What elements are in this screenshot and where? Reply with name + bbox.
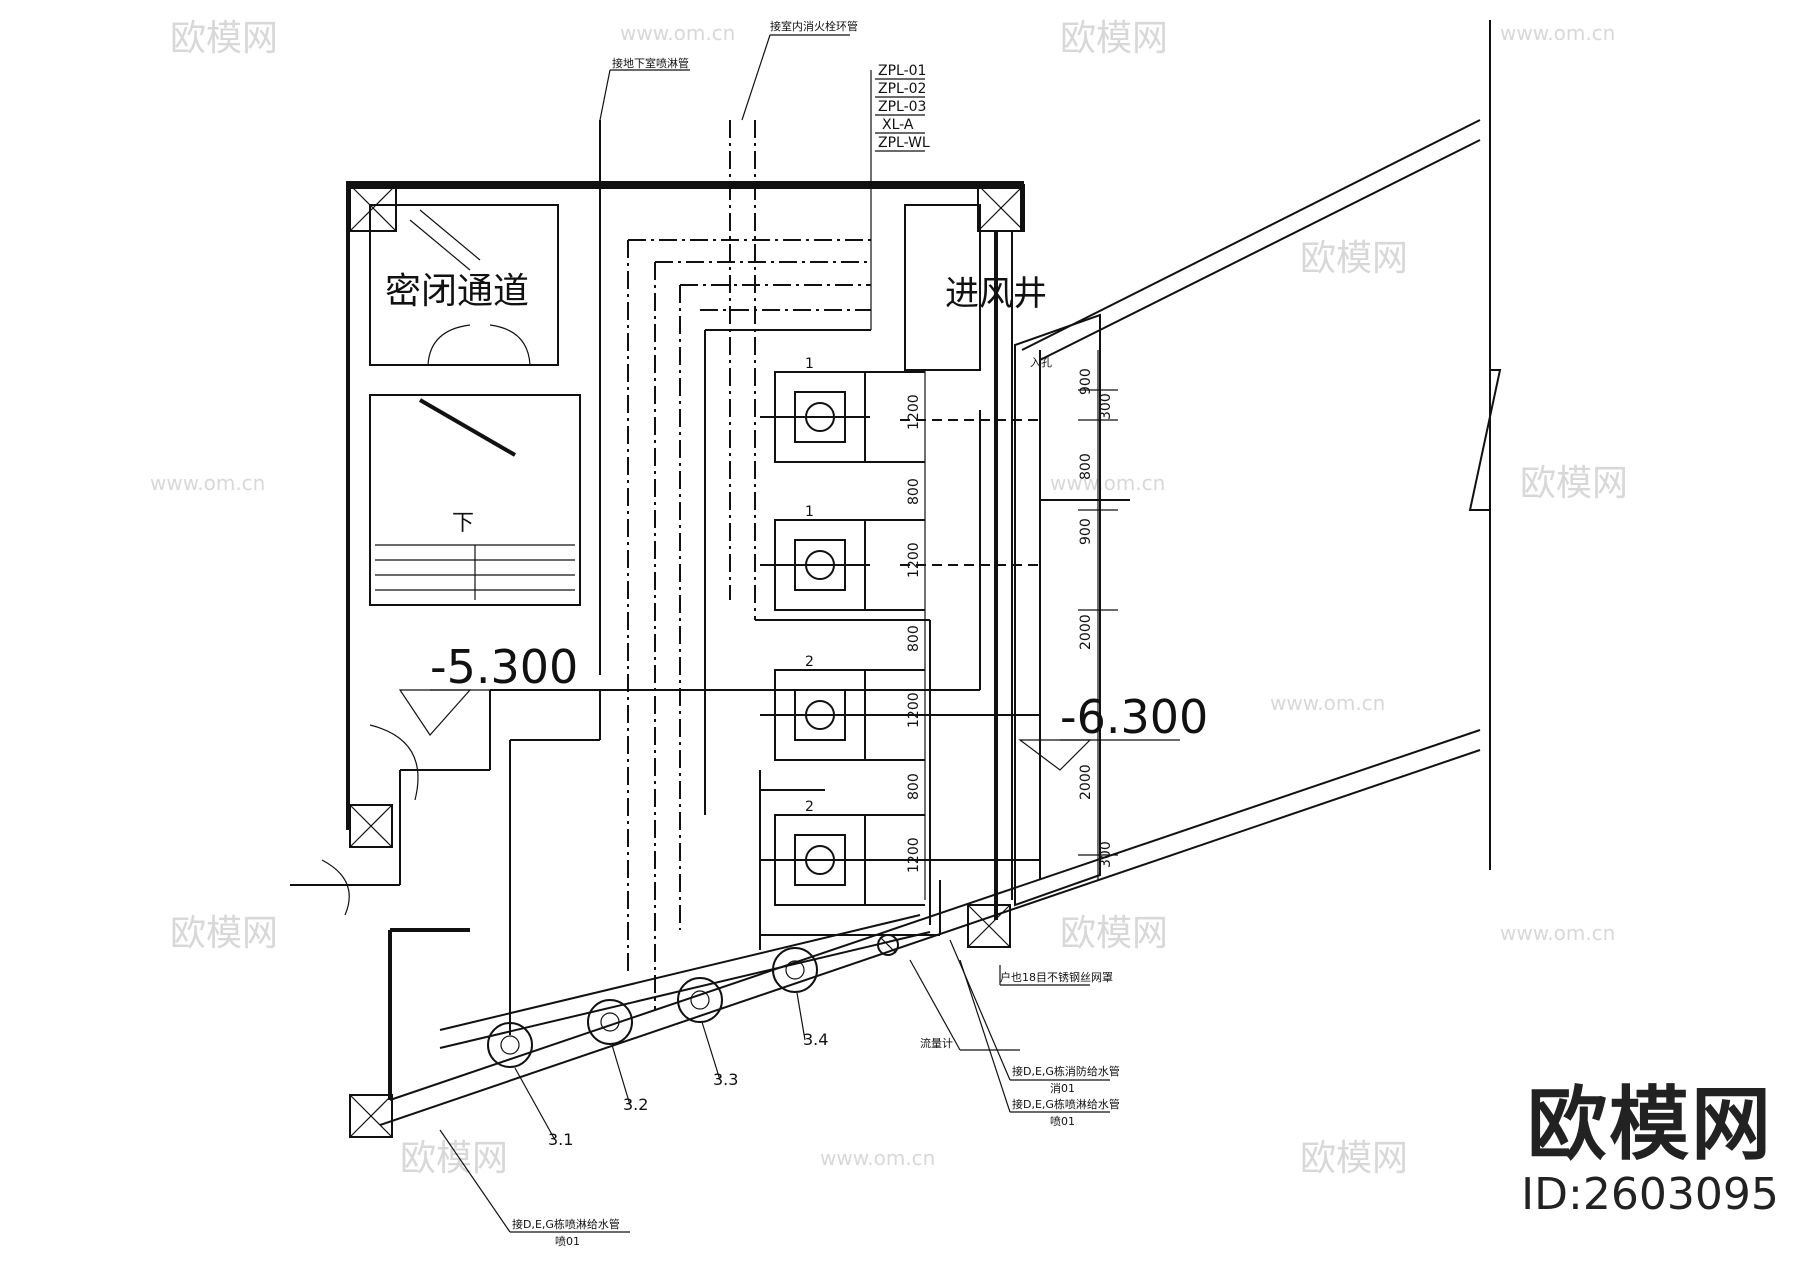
dimension-lines — [870, 70, 1118, 900]
pump-unit-4: 2 1200 — [760, 799, 925, 906]
riser-tag: XL-A — [882, 117, 914, 133]
supply-bottom-label: 接D,E,G栋喷淋给水管 — [512, 1217, 620, 1231]
tank-outlets: 3.1 3.2 3.3 3.4 — [487, 934, 899, 1149]
watermark-site: www.om.cn — [620, 21, 735, 45]
supply-fire-label: 接D,E,G栋消防给水管 — [1012, 1064, 1120, 1078]
gap-dim: 800 — [906, 773, 922, 800]
air-shaft-label: 进风井 — [945, 274, 1047, 314]
outlet-label-3-1: 3.1 — [548, 1130, 573, 1149]
watermark-brand: 欧模网 — [400, 1138, 508, 1179]
pump-unit-1: 1 1200 — [760, 356, 925, 463]
watermark-site: www.om.cn — [820, 1146, 935, 1170]
pump-number: 2 — [805, 799, 814, 815]
watermark-site: www.om.cn — [1500, 921, 1615, 945]
level-left-label: -5.300 — [430, 640, 578, 694]
riser-tag: ZPL-03 — [878, 99, 926, 115]
watermark-brand: 欧模网 — [1300, 238, 1408, 279]
supply-spray-label: 接D,E,G栋喷淋给水管 — [1012, 1097, 1120, 1111]
riser-tags: ZPL-01 ZPL-02 ZPL-03 XL-A ZPL-WL — [875, 63, 930, 152]
right-dim: 900 — [1078, 518, 1094, 545]
level-right-label: -6.300 — [1060, 690, 1208, 744]
watermark-site: www.om.cn — [1270, 691, 1385, 715]
outlet-label-3-2: 3.2 — [623, 1095, 648, 1114]
watermark-brand: 欧模网 — [1520, 463, 1628, 504]
watermark-layer: 欧模网 欧模网 欧模网 欧模网 欧模网 欧模网 欧模网 欧模网 www.om.c… — [150, 18, 1628, 1179]
dimension-text: 800 800 800 900 300 800 900 2000 2000 30… — [906, 368, 1114, 868]
pump-number: 1 — [805, 356, 814, 372]
supply-spray-sub-label: 喷01 — [1050, 1115, 1075, 1128]
right-dim: 2000 — [1078, 764, 1094, 800]
riser-tag: ZPL-01 — [878, 63, 926, 79]
down-label: 下 — [452, 511, 474, 536]
building-walls — [321, 20, 1502, 1138]
watermark-brand: 欧模网 — [170, 18, 278, 59]
flow-meter-label: 流量计 — [920, 1036, 953, 1050]
sealed-passage-label: 密闭通道 — [385, 271, 529, 312]
gap-dim: 800 — [906, 478, 922, 505]
watermark-brand: 欧模网 — [1060, 913, 1168, 954]
outlet-label-3-3: 3.3 — [713, 1070, 738, 1089]
pump-dim: 1200 — [906, 837, 922, 873]
right-dim: 900 — [1078, 368, 1094, 395]
brand-stamp: 欧模网 ID:2603095 — [1510, 1080, 1790, 1220]
pump-dim: 1200 — [906, 692, 922, 728]
watermark-site: www.om.cn — [1050, 471, 1165, 495]
outlet-label-3-4: 3.4 — [803, 1030, 828, 1049]
brand-id: ID:2603095 — [1521, 1169, 1779, 1220]
watermark-brand: 欧模网 — [1060, 18, 1168, 59]
watermark-site: www.om.cn — [1500, 21, 1615, 45]
gap-dim: 800 — [906, 625, 922, 652]
pump-dim: 1200 — [906, 542, 922, 578]
leader-lines — [439, 34, 1110, 1233]
watermark-site: www.om.cn — [150, 471, 265, 495]
pipe-fire-loop-label: 接室内消火栓环管 — [770, 19, 858, 33]
right-dim: 300 — [1098, 841, 1114, 868]
brand-name: 欧模网 — [1527, 1078, 1773, 1171]
pump-dim: 1200 — [906, 394, 922, 430]
pipe-sprinkler-label: 接地下室喷淋管 — [612, 56, 689, 70]
riser-tag: ZPL-02 — [878, 81, 926, 97]
entry-label: 入孔 — [1030, 356, 1052, 369]
pump-unit-2: 1 1200 — [760, 504, 925, 611]
right-dim: 800 — [1078, 453, 1094, 480]
pump-number: 1 — [805, 504, 814, 520]
pump-units: 1 1200 1 1200 2 1200 — [760, 356, 925, 906]
watermark-brand: 欧模网 — [1300, 1138, 1408, 1179]
supply-fire-sub-label: 消01 — [1050, 1081, 1075, 1095]
watermark-brand: 欧模网 — [170, 913, 278, 954]
piping-network — [290, 120, 1130, 1049]
right-dim: 2000 — [1078, 614, 1094, 650]
plan-text: 密闭通道 进风井 下 -5.300 -6.300 接地下室喷淋管 接室内消火栓环… — [385, 19, 1208, 1248]
pump-unit-3: 2 1200 — [760, 654, 925, 761]
right-dim: 300 — [1098, 393, 1114, 420]
filter-note-label: 户也18目不锈钢丝网罩 — [1000, 970, 1113, 984]
pump-number: 2 — [805, 654, 814, 670]
riser-tag: ZPL-WL — [878, 135, 930, 151]
supply-bottom-sub-label: 喷01 — [555, 1235, 580, 1248]
